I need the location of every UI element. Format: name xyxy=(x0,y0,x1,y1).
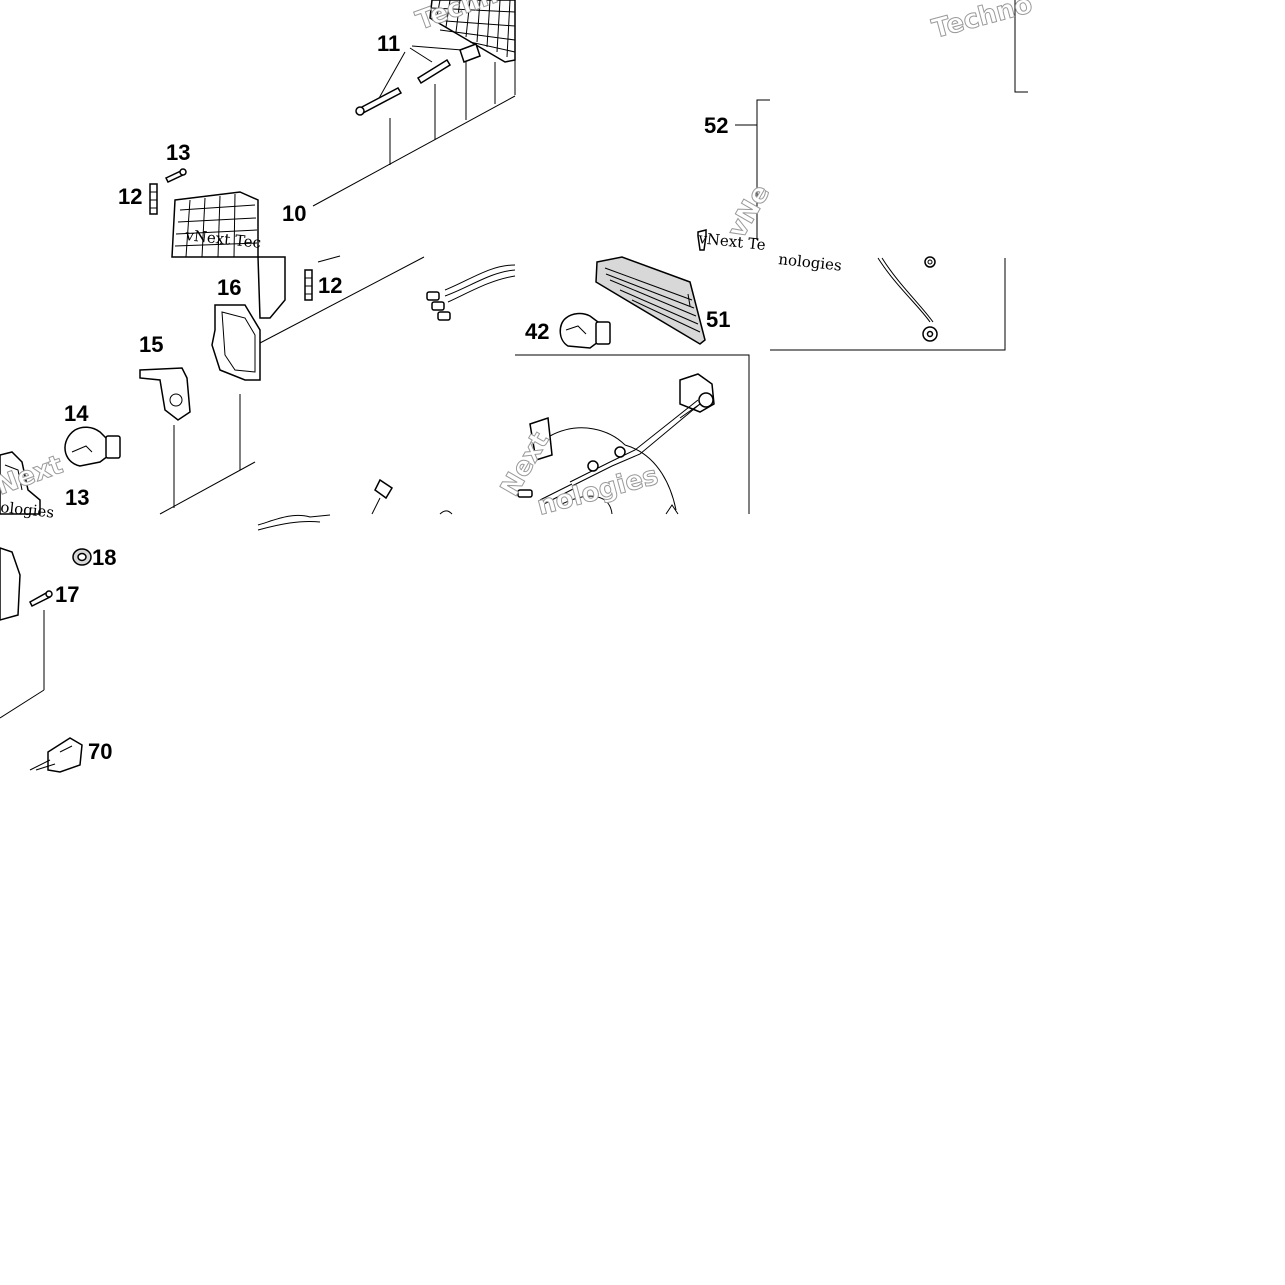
callout-51: 51 xyxy=(706,307,730,332)
callout-15: 15 xyxy=(139,332,163,357)
callout-13: 13 xyxy=(166,140,190,165)
part-42-bulb xyxy=(559,312,611,349)
callout-13-lower: 13 xyxy=(65,485,89,510)
part-51-taillight-lens xyxy=(595,256,706,345)
part-14-bulb xyxy=(64,426,121,467)
callout-17: 17 xyxy=(55,582,79,607)
headlight-wires xyxy=(426,264,516,321)
part-70-connector xyxy=(29,737,83,773)
wiring-group-frame xyxy=(735,0,1028,351)
watermark-text: ologies xyxy=(0,498,55,522)
callout-12-right: 12 xyxy=(318,273,342,298)
watermark-text: nologies xyxy=(534,461,661,522)
part-16-housing xyxy=(211,256,425,470)
watermark-text: Techno xyxy=(929,0,1036,45)
callout-18: 18 xyxy=(92,545,116,570)
taillight-housing-fragment xyxy=(0,451,45,719)
rear-harness xyxy=(517,373,715,515)
part-13-screw xyxy=(164,168,187,183)
callout-52: 52 xyxy=(704,113,728,138)
part-51-screw xyxy=(697,229,707,251)
headlight-grille xyxy=(429,0,516,95)
part-17-screw xyxy=(29,590,53,608)
part-18-grommet xyxy=(72,548,92,566)
part-12-clip xyxy=(149,183,158,215)
lower-harness-fragment xyxy=(257,478,453,531)
part-10-leader xyxy=(312,95,516,207)
callout-12-top: 12 xyxy=(118,184,142,209)
callout-14: 14 xyxy=(64,401,89,426)
watermark-text: vNe xyxy=(722,180,776,244)
callout-10: 10 xyxy=(282,201,306,226)
part-11-adjuster-screws xyxy=(355,43,496,165)
part-15-bracket xyxy=(139,367,191,508)
callout-16: 16 xyxy=(217,275,241,300)
callout-11: 11 xyxy=(377,31,400,56)
rear-harness-box xyxy=(515,354,750,514)
watermark-text: nologies xyxy=(778,250,843,275)
callout-70: 70 xyxy=(88,739,112,764)
part-12-clip-right xyxy=(304,255,341,301)
callout-42: 42 xyxy=(525,319,549,344)
headlight-lens xyxy=(171,191,259,258)
ground-cable xyxy=(877,256,938,342)
lower-leader-line xyxy=(159,461,256,515)
